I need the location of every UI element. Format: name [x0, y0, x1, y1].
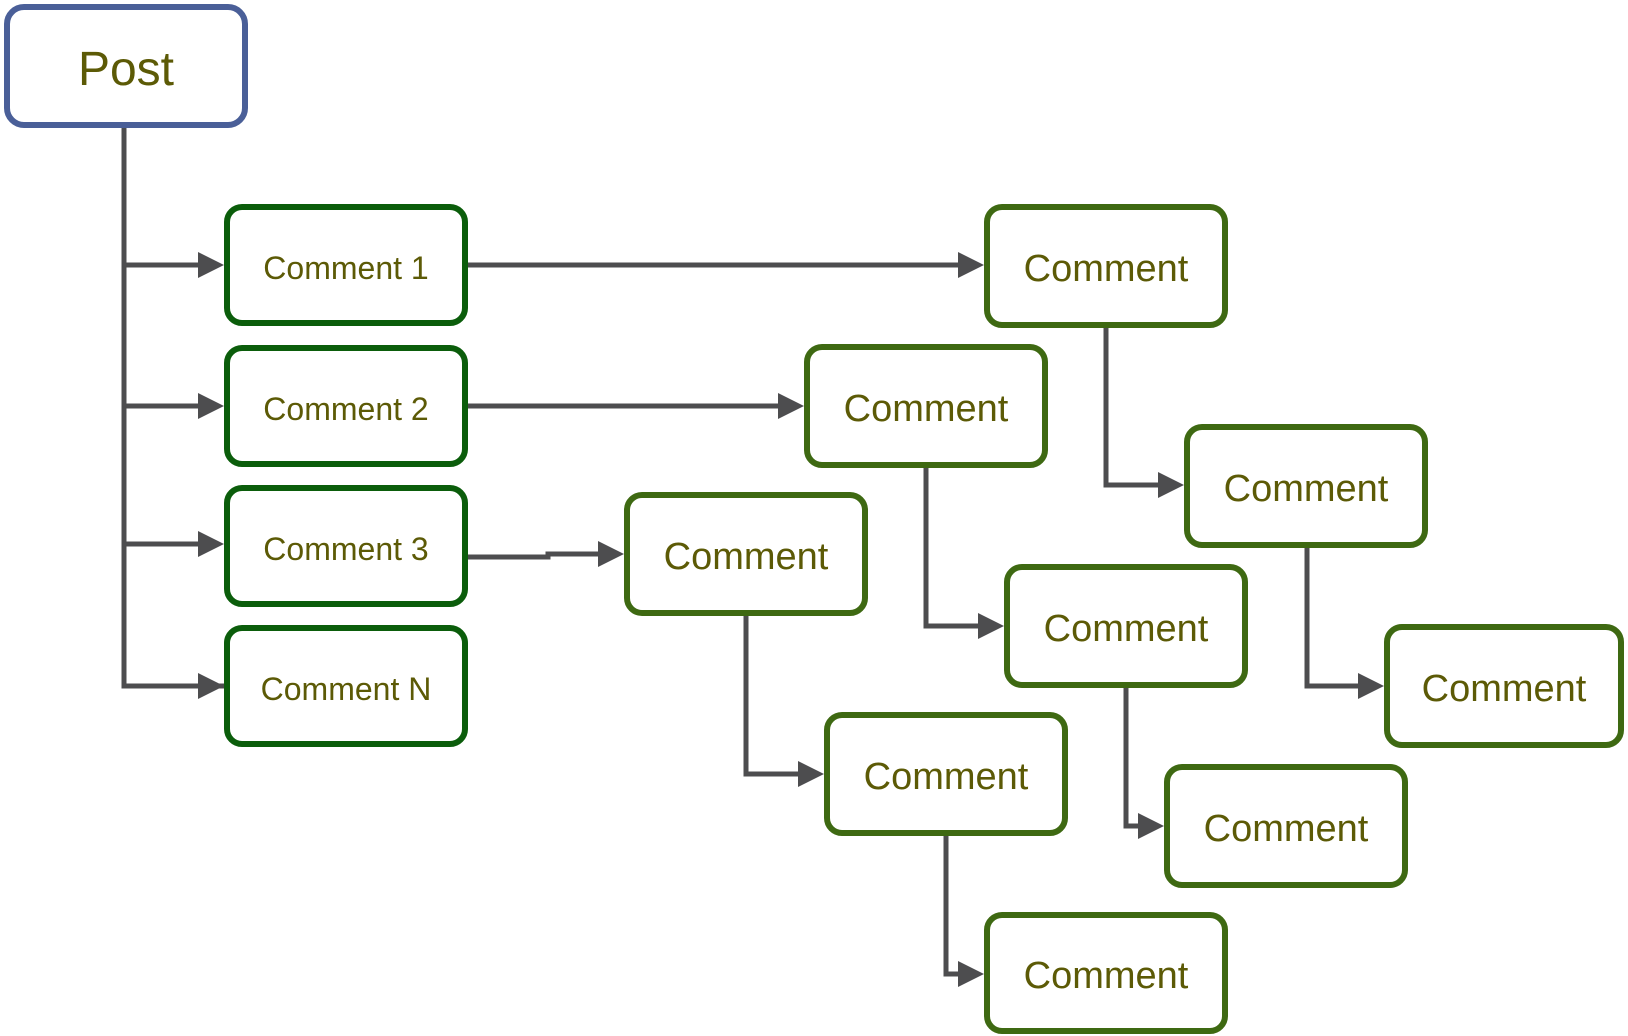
reply-node: Comment	[824, 712, 1068, 836]
post-label: Post	[77, 42, 175, 96]
arrowhead	[198, 393, 224, 419]
arrowhead	[198, 673, 224, 699]
reply-node: Comment	[1384, 624, 1624, 748]
arrowhead	[958, 252, 984, 278]
reply-node: Comment	[624, 492, 868, 616]
comment-3-label: Comment 3	[263, 530, 429, 567]
arrowhead	[198, 531, 224, 557]
reply-node: Comment	[1184, 424, 1428, 548]
reply-label: Comment	[1043, 607, 1209, 650]
post-node: Post	[4, 4, 248, 128]
comment-3-node: Comment 3	[224, 485, 468, 607]
reply-label: Comment	[1223, 467, 1389, 510]
reply-label: Comment	[863, 755, 1029, 798]
arrowhead	[778, 393, 804, 419]
arrowhead	[1358, 673, 1384, 699]
arrowhead	[1158, 472, 1184, 498]
edge-reply-nested	[943, 835, 958, 977]
reply-label: Comment	[843, 387, 1009, 430]
arrowhead	[978, 613, 1004, 639]
reply-node: Comment	[1004, 564, 1248, 688]
comment-1-node: Comment 1	[224, 204, 468, 326]
reply-node: Comment	[804, 344, 1048, 468]
arrowhead	[1138, 813, 1164, 839]
arrowhead	[198, 252, 224, 278]
comment-n-label: Comment N	[260, 670, 432, 707]
reply-node: Comment	[1164, 764, 1408, 888]
edge-reply-nested	[1103, 327, 1158, 488]
reply-label: Comment	[1023, 954, 1189, 997]
edge-reply-nested	[743, 616, 798, 777]
arrowhead	[958, 961, 984, 987]
reply-label: Comment	[663, 535, 829, 578]
reply-label: Comment	[1203, 807, 1369, 850]
comment-2-label: Comment 2	[263, 390, 429, 427]
post-trunk-line	[121, 125, 224, 689]
comment-2-node: Comment 2	[224, 345, 468, 467]
edge-reply-nested	[1123, 688, 1138, 829]
edge-reply-nested	[923, 467, 978, 629]
edge-comment-3-reply	[466, 551, 598, 560]
comment-1-label: Comment 1	[263, 249, 429, 286]
reply-label: Comment	[1421, 667, 1587, 710]
arrowhead	[798, 761, 824, 787]
reply-node: Comment	[984, 912, 1228, 1034]
reply-node: Comment	[984, 204, 1228, 328]
comment-n-node: Comment N	[224, 625, 468, 747]
edge-reply-nested	[1304, 545, 1358, 689]
arrowhead	[598, 541, 624, 567]
reply-label: Comment	[1023, 247, 1189, 290]
